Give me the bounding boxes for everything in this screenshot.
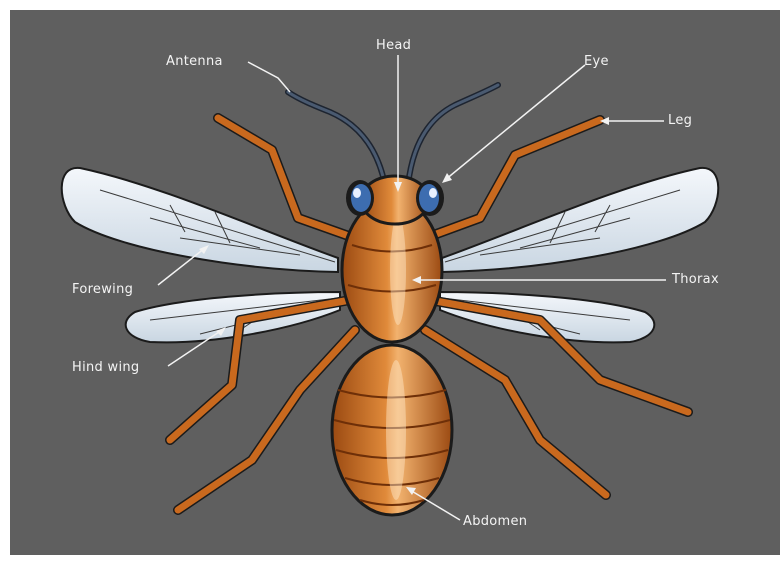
hindwing-left [126,292,340,342]
label-forewing: Forewing [72,282,133,298]
label-hind-wing: Hind wing [72,360,139,376]
hindwing-right [440,292,654,342]
label-eye: Eye [584,54,609,70]
label-abdomen: Abdomen [463,514,527,530]
label-leg: Leg [668,113,692,129]
label-head: Head [376,38,411,54]
label-antenna: Antenna [166,54,223,70]
label-thorax: Thorax [672,272,719,288]
antennae [288,85,498,185]
abdomen [332,345,452,515]
